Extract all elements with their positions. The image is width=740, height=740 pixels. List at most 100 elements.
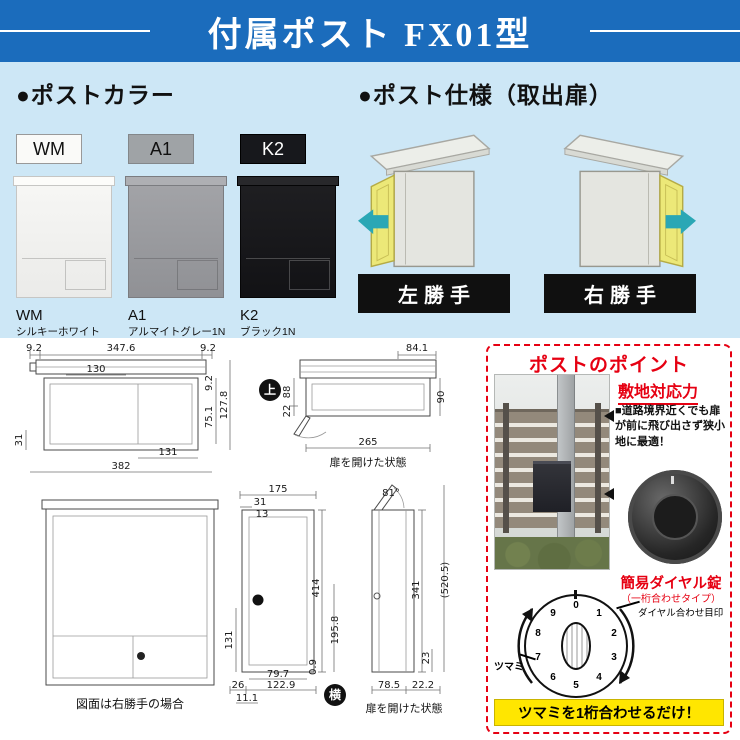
- color-code: WM: [16, 307, 43, 324]
- post-door: [288, 260, 330, 290]
- dial-digit: 8: [535, 628, 541, 639]
- direction-arrow-icon: [665, 209, 696, 235]
- dim-door-gap: 0.9: [308, 659, 319, 675]
- front-view: 図面は右勝手の場合: [41, 499, 219, 711]
- pointer-arrow-icon: [604, 410, 614, 422]
- dim-door-bottom-small: 11.1: [236, 693, 258, 704]
- spec-label-right: 右勝手: [544, 274, 696, 313]
- technical-drawings: 9.2 347.6 9.2 130 9.2 75.1 127.8 31 131 …: [0, 338, 740, 740]
- post-open-door-left-illustration: [358, 122, 510, 274]
- dim-door-off1: 31: [254, 497, 267, 508]
- dial-digit: 3: [611, 652, 617, 663]
- fence-bar: [595, 403, 601, 533]
- header-decor-line-right: [590, 30, 740, 32]
- feature-text: ■道路境界近くでも扉が前に飛び出さず狭小地に最適！: [615, 405, 725, 448]
- dim-plan2-right-side: 90: [436, 391, 447, 404]
- chip-label: K2: [261, 138, 285, 159]
- side-view-mark-circle: [324, 684, 346, 706]
- spec-label-left: 左勝手: [358, 274, 510, 313]
- dim-side-height: 341: [411, 580, 422, 599]
- dim-door-width: 79.7: [267, 669, 289, 680]
- post-cap: [237, 176, 339, 186]
- door-front-view: 175 31 13 131 414 195.8 79.7 26 122.9 11…: [224, 484, 346, 706]
- plan-view-open: 84.1 88 22 90 265 扉を開けた状態 上: [259, 343, 447, 469]
- dim-plan2-left-bottom: 22: [282, 405, 293, 418]
- dial-lock-photo: [628, 470, 722, 564]
- post-illustration-svg: [563, 134, 696, 268]
- color-chip-k2: K2: [240, 134, 306, 164]
- dim-plan2-left-top: 88: [282, 386, 293, 399]
- post-cap: [13, 176, 115, 186]
- direction-arrow-icon: [358, 209, 389, 235]
- post-door: [64, 260, 106, 290]
- post-image-wm: [13, 176, 115, 298]
- dim-plan-total-depth: 127.8: [219, 391, 230, 420]
- bush: [495, 537, 609, 569]
- dim-side-bottom-right: 22.2: [412, 680, 434, 691]
- highlight-banner: ツマミを1桁合わせるだけ！: [494, 699, 724, 726]
- dim-plan-inner-bottom: 131: [158, 447, 177, 458]
- knob-label: ツマミ: [494, 662, 524, 673]
- dim-door-left-lower: 131: [224, 630, 235, 649]
- post-open-door-right-illustration: [544, 122, 696, 274]
- top-view-mark-circle: [259, 379, 281, 401]
- dial-digit: 0: [573, 600, 579, 611]
- dim-side-total-height: (520.5): [440, 562, 451, 599]
- dial-digit: 2: [611, 628, 617, 639]
- post-seam: [246, 258, 330, 259]
- fence-bar: [503, 403, 509, 533]
- dim-plan-inner-depth: 75.1: [204, 406, 215, 428]
- dim-door-top-width: 175: [268, 484, 287, 495]
- dial-diagram: 0 1 2 3 4 5 6 7 8 9: [517, 590, 635, 698]
- dim-side-bottom-right-small: 23: [421, 652, 432, 665]
- header-decor-line-left: [0, 30, 150, 32]
- post-illustration-svg: [358, 134, 491, 268]
- dim-side-angle: 81°: [382, 488, 400, 499]
- spec-items: 左勝手 右勝手: [358, 122, 732, 313]
- dim-plan-bottom-width: 382: [111, 461, 130, 472]
- color-name: アルマイトグレー1N: [128, 325, 226, 338]
- color-name: ブラック1N: [240, 325, 296, 338]
- dim-plan-left-depth: 31: [14, 434, 25, 447]
- color-code: A1: [128, 307, 147, 324]
- dial-digit: 5: [573, 680, 579, 691]
- spec-section-title: ●ポスト仕様（取出扉）: [358, 82, 613, 108]
- color-swatch-wm: WM WM シルキーホワイト: [13, 122, 118, 339]
- post-image-a1: [125, 176, 227, 298]
- post-seam: [134, 258, 218, 259]
- spec-section: ●ポスト仕様（取出扉） 左勝手: [358, 76, 732, 338]
- points-box: ポストのポイント 敷地対応力 ■道路境界近くでも扉が前に飛び出さず狭小地に最適！…: [486, 344, 732, 734]
- dial-digit: 4: [596, 672, 602, 683]
- dial-digit: 1: [596, 608, 602, 619]
- plan2-caption: 扉を開けた状態: [330, 455, 407, 469]
- color-chip-wm: WM: [16, 134, 82, 164]
- post-seam: [22, 258, 106, 259]
- post-cap: [125, 176, 227, 186]
- installation-photo: [494, 374, 610, 570]
- color-swatches: WM WM シルキーホワイト A1: [13, 122, 358, 339]
- dim-plan2-bottom-width: 265: [358, 437, 377, 448]
- dial-digit: 9: [550, 608, 556, 619]
- dim-plan2-door-proj: 84.1: [406, 343, 428, 354]
- dim-door-bottom-left: 26: [232, 680, 245, 691]
- chip-label: WM: [33, 138, 65, 159]
- dim-plan-top-width: 347.6: [107, 343, 136, 354]
- side-view-mark: 横: [329, 687, 342, 702]
- page-title: 付属ポスト FX01型: [207, 16, 533, 54]
- color-code: K2: [240, 307, 259, 324]
- side-view: 81° 341 (520.5) 23 78.5 22.2 扉を開けた状態: [366, 484, 451, 715]
- color-chip-a1: A1: [128, 134, 194, 164]
- lock-title: 簡易ダイヤル錠: [620, 576, 722, 592]
- plan-view-closed: 9.2 347.6 9.2 130 9.2 75.1 127.8 31 131 …: [14, 343, 231, 473]
- dim-plan-side-small: 9.2: [204, 375, 215, 391]
- dial-digit: 7: [535, 652, 541, 663]
- points-title: ポストのポイント: [528, 355, 689, 376]
- dial-knob: [561, 622, 591, 670]
- dim-door-right-lower: 195.8: [330, 616, 341, 645]
- dimension-drawings: 9.2 347.6 9.2 130 9.2 75.1 127.8 31 131 …: [14, 343, 451, 715]
- dim-door-bottom-width: 122.9: [267, 680, 296, 691]
- dial-mark-label: ダイヤル合わせ目印: [638, 608, 724, 619]
- spec-item-right: 右勝手: [544, 122, 696, 313]
- dim-plan-top-right: 9.2: [200, 343, 216, 354]
- side-view-caption: 扉を開けた状態: [366, 701, 443, 715]
